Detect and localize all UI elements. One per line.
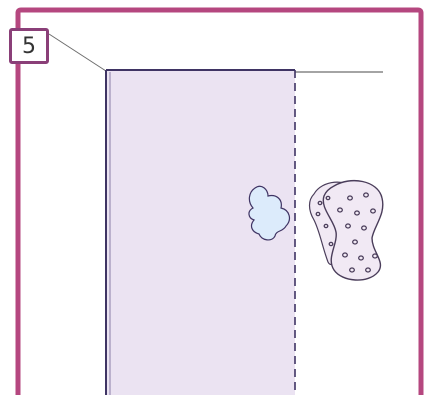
step-number-badge: 5 [9,28,49,64]
step-number: 5 [22,34,36,59]
sponge-icon [310,181,383,280]
leader-line [49,34,106,71]
